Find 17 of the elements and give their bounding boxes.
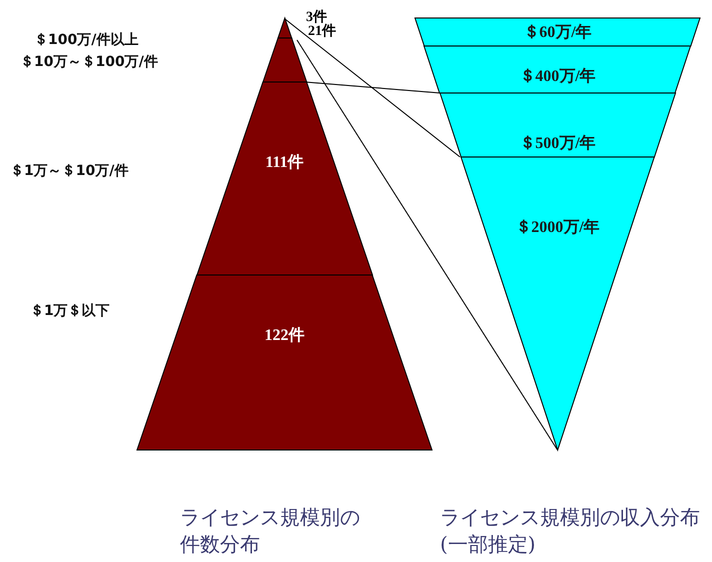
caption-text: ライセンス規模別の収入分布(一部推定) bbox=[440, 504, 701, 558]
funnel-band: ＄500万/年 bbox=[440, 93, 676, 157]
funnel-band: ＄400万/年 bbox=[424, 46, 691, 93]
range-label: ＄10万～＄100万/件 bbox=[20, 53, 158, 71]
caption-text: ライセンス規模別の件数分布 bbox=[180, 504, 361, 558]
pyramid-band: 122件 bbox=[137, 275, 432, 450]
count-label: 21件 bbox=[308, 24, 336, 40]
connector-line bbox=[304, 82, 440, 94]
range-label: ＄100万/件以上 bbox=[34, 31, 138, 49]
connector-line bbox=[296, 40, 558, 450]
range-label: ＄1万～＄10万/件 bbox=[10, 162, 128, 180]
count-label: 3件 bbox=[306, 8, 327, 25]
connector-line bbox=[284, 18, 460, 158]
funnel-band: ＄60万/年 bbox=[415, 18, 700, 46]
pyramid-band: 111件 bbox=[196, 82, 372, 275]
range-label: ＄1万＄以下 bbox=[30, 302, 110, 320]
pyramid-band bbox=[278, 18, 292, 38]
